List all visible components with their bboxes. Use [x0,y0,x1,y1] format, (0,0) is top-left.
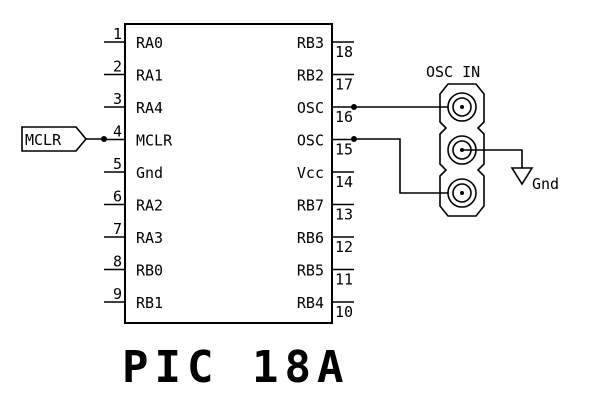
pin-number: 16 [335,108,353,126]
pin-label: RA1 [136,67,163,85]
pin-number: 8 [113,253,122,271]
pin-number: 15 [335,141,353,159]
pin-number: 11 [335,271,353,289]
pin-number: 3 [113,90,122,108]
pin-number: 13 [335,206,353,224]
osc15-wire [354,138,448,194]
pin-label: RB3 [297,34,324,52]
pin-number: 9 [113,285,122,303]
pin-number: 10 [335,303,353,321]
pin-label: RB1 [136,294,163,312]
right-pin-11: 11 RB5 [297,262,354,289]
mclr-port: MCLR [21,126,107,152]
pin-number: 17 [335,76,353,94]
right-pin-16: 16 OSC [297,99,354,126]
chip-title: PIC 18A [122,342,349,393]
pin-label: OSC [297,99,324,117]
pin-number: 2 [113,58,122,76]
mclr-port-label: MCLR [25,131,62,149]
osc-wires [351,104,448,194]
pin-label: RB7 [297,197,324,215]
pin-label: RB5 [297,262,324,280]
ground-connection: Gnd [462,149,559,193]
pin-label: RB0 [136,262,163,280]
osc-connector-label: OSC IN [426,63,480,81]
pin-label: MCLR [136,132,173,150]
right-pin-17: 17 RB2 [297,67,354,94]
pin-number: 18 [335,43,353,61]
right-pin-10: 10 RB4 [297,294,354,321]
pin-number: 7 [113,220,122,238]
pin-number: 14 [335,173,353,191]
pin-label: RB6 [297,229,324,247]
pin-label: RB2 [297,67,324,85]
right-pin-13: 13 RB7 [297,197,354,224]
ground-wire [462,149,523,168]
pin-number: 1 [113,25,122,43]
mclr-junction-dot [101,136,107,142]
right-pin-14: 14 Vcc [297,164,354,191]
osc-pin-1 [447,92,477,122]
pin-label: RA0 [136,34,163,52]
pin-number: 6 [113,188,122,206]
right-pin-18: 18 RB3 [297,34,354,61]
pin-label: Vcc [297,164,324,182]
pin-label: OSC [297,132,324,150]
pin-label: Gnd [136,164,163,182]
chip-body [124,23,333,324]
pin-number: 12 [335,238,353,256]
right-pin-group: 18RB317RB216OSC15OSC14Vcc13RB712RB611RB5… [297,34,354,321]
pin-label: RA4 [136,99,163,117]
right-pin-12: 12 RB6 [297,229,354,256]
right-pin-15: 15 OSC [297,132,354,159]
pin-number: 5 [113,155,122,173]
mclr-port-shape [21,126,88,152]
osc-connector-outline [439,83,485,217]
pin-number: 4 [113,123,122,141]
osc-pin-3 [447,178,477,208]
ground-icon [510,167,534,186]
pin-label: RB4 [297,294,324,312]
pin-label: RA3 [136,229,163,247]
pin-label: RA2 [136,197,163,215]
ground-label: Gnd [532,175,559,193]
